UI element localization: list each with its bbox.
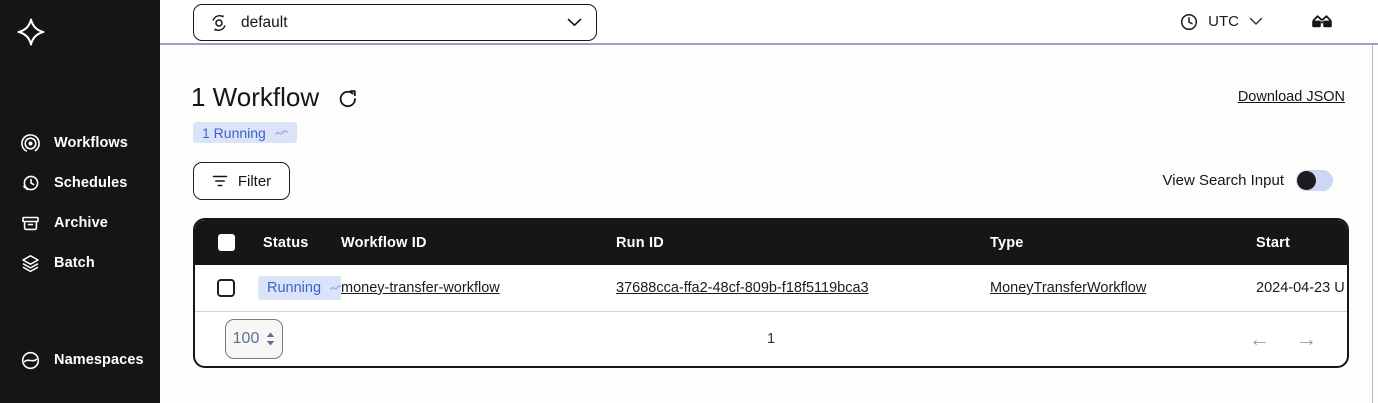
row-checkbox[interactable]	[217, 279, 235, 297]
pager: ← →	[1249, 329, 1317, 350]
download-json-link[interactable]: Download JSON	[1237, 89, 1345, 105]
filter-icon	[212, 174, 228, 188]
sidebar: Workflows Schedules	[0, 0, 160, 403]
workflow-id-link[interactable]: money-transfer-workflow	[341, 280, 500, 296]
heartbeat-icon	[275, 129, 288, 137]
timezone-group: UTC	[1180, 0, 1335, 43]
page-title: 1 Workflow	[191, 82, 320, 112]
current-page-indicator: 1	[766, 331, 776, 347]
previous-page-arrow-icon[interactable]: ←	[1249, 327, 1270, 351]
sidebar-item-batch[interactable]: Batch	[0, 243, 160, 283]
row-checkbox-cell	[195, 279, 235, 297]
archive-icon	[20, 213, 41, 234]
sidebar-item-label: Schedules	[54, 175, 128, 191]
view-search-input-toggle[interactable]	[1296, 170, 1333, 191]
refresh-icon[interactable]	[337, 88, 359, 110]
column-header-run-id[interactable]: Run ID	[616, 234, 664, 251]
column-header-start[interactable]: Start	[1256, 234, 1291, 251]
clock-icon	[1180, 13, 1198, 31]
topbar: default UTC	[160, 0, 1378, 45]
sidebar-item-label: Archive	[54, 215, 108, 231]
view-search-input-group: View Search Input	[1163, 170, 1333, 191]
column-header-status[interactable]: Status	[263, 234, 309, 251]
running-summary-label: 1 Running	[202, 124, 266, 141]
workflows-icon	[20, 133, 41, 154]
table-header-row: Status Workflow ID Run ID Type Start	[195, 220, 1347, 265]
column-header-workflow-id[interactable]: Workflow ID	[341, 234, 427, 251]
namespace-icon	[208, 12, 230, 34]
select-all-checkbox[interactable]	[218, 234, 235, 251]
filter-button-label: Filter	[237, 172, 272, 190]
table-row[interactable]: Running money-transfer-workflow 37688cca…	[195, 265, 1347, 311]
batch-icon	[20, 253, 41, 274]
table-footer: 100 1 ← →	[195, 311, 1347, 366]
schedules-icon	[20, 173, 41, 194]
column-header-type[interactable]: Type	[990, 234, 1024, 251]
header-checkbox-cell	[195, 234, 235, 251]
namespace-select-value: default	[241, 13, 288, 31]
sidebar-item-namespaces[interactable]: Namespaces	[0, 340, 160, 380]
workflow-id-cell: money-transfer-workflow	[341, 279, 616, 297]
page-size-select[interactable]: 100	[225, 319, 283, 359]
next-page-arrow-icon[interactable]: →	[1296, 327, 1317, 351]
viewport-edge	[1372, 0, 1373, 403]
workflow-type-link[interactable]: MoneyTransferWorkflow	[990, 280, 1147, 296]
sidebar-item-label: Workflows	[54, 135, 128, 151]
running-summary-badge[interactable]: 1 Running	[193, 122, 297, 143]
namespace-select[interactable]: default	[193, 4, 597, 41]
view-search-input-label: View Search Input	[1162, 172, 1284, 189]
toggle-knob	[1297, 171, 1316, 190]
status-label: Running	[267, 280, 322, 296]
heartbeat-icon	[330, 284, 341, 292]
run-id-link[interactable]: 37688cca-ffa2-48cf-809b-f18f5119bca3	[616, 280, 869, 296]
status-cell: Running	[235, 276, 341, 300]
type-cell: MoneyTransferWorkflow	[990, 279, 1256, 297]
sidebar-item-workflows[interactable]: Workflows	[0, 123, 160, 163]
sidebar-nav: Workflows Schedules	[0, 123, 160, 283]
sidebar-bottom: Namespaces	[0, 340, 160, 380]
namespaces-icon	[20, 350, 41, 371]
filter-button[interactable]: Filter	[193, 162, 290, 200]
sidebar-item-schedules[interactable]: Schedules	[0, 163, 160, 203]
page-size-value: 100	[232, 330, 260, 347]
sidebar-item-archive[interactable]: Archive	[0, 203, 160, 243]
temporal-logo-icon[interactable]	[16, 17, 46, 47]
chevron-down-icon	[567, 18, 582, 27]
spinner-arrows-icon	[266, 332, 275, 346]
workflows-table: Status Workflow ID Run ID Type Start Run…	[193, 218, 1349, 368]
run-id-cell: 37688cca-ffa2-48cf-809b-f18f5119bca3	[616, 279, 990, 297]
chevron-down-icon[interactable]	[1249, 17, 1263, 26]
timezone-select[interactable]: UTC	[1208, 13, 1239, 30]
sidebar-item-label: Batch	[54, 255, 95, 271]
sidebar-item-label: Namespaces	[54, 352, 144, 368]
start-cell: 2024-04-23 U	[1256, 279, 1347, 297]
dark-mode-glasses-icon[interactable]	[1309, 12, 1335, 32]
start-time-value: 2024-04-23 U	[1256, 280, 1345, 296]
status-badge: Running	[258, 276, 341, 300]
